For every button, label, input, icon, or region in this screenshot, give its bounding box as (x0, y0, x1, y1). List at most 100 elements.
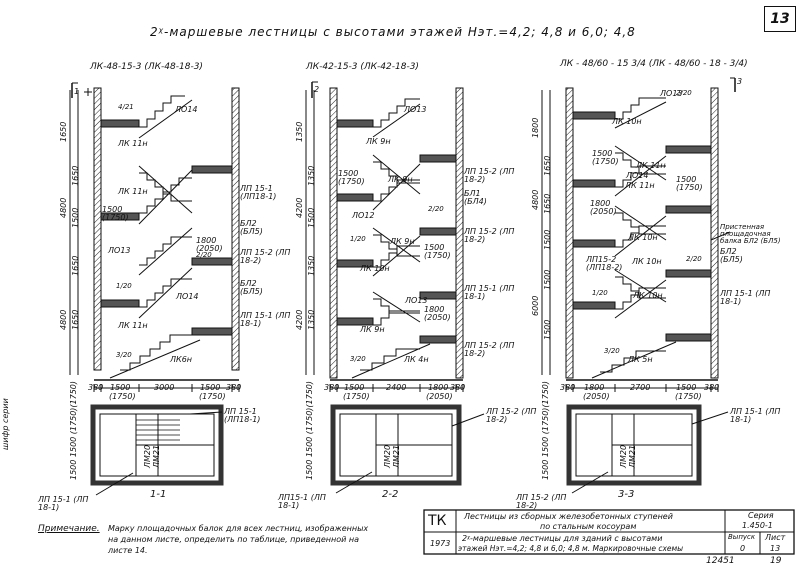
section-2-label: ЛП 15-2 (ЛП 18-2) (464, 167, 515, 184)
section-1-height: 1650 (71, 309, 80, 330)
section-2-cut-label: 2-2 (382, 489, 399, 500)
section-1-plan-dims: 1500 1500 (1750)(1750) (69, 380, 78, 480)
section-1-drawing (69, 82, 240, 496)
section-2-drawing (305, 81, 485, 494)
section-3-plan-label: ЛП 15-1 (ЛП 18-1) (730, 407, 781, 424)
section-3-height: 1650 (543, 155, 552, 176)
section-2-label: ЛК 4н (404, 355, 429, 364)
section-2-dim: 1800 (2050) (424, 305, 451, 322)
section-2-bottom-dim: 380 (450, 383, 466, 392)
section-3-label: ЛК 10н (612, 117, 642, 126)
section-1-height: 1650 (71, 165, 80, 186)
section-1-label: ЛК 11н (118, 139, 148, 148)
section-1-label: БЛ2 (БЛ5) (240, 279, 263, 296)
section-3-height: 1650 (543, 193, 552, 214)
stamp-line: Лестницы из сборных железобетонных ступе… (464, 512, 673, 521)
section-1-cut-label: 1-1 (150, 489, 167, 500)
section-1-label: ЛО13 (108, 246, 131, 255)
note-line: листе 14. (108, 546, 148, 555)
section-3-height: 1500 (543, 269, 552, 290)
stamp-issue-label: Выпуск (728, 533, 756, 541)
section-3-dim: ЛП15-2 (ЛП18-2) (586, 255, 623, 272)
section-1-label: ЛО14 (176, 292, 199, 301)
section-1-label: ЛК6н (170, 355, 193, 364)
stamp-org: ТК (428, 513, 447, 529)
section-1-bottom-dim: 1500 (110, 383, 131, 392)
section-2-bottom-dim-alt: (2050) (426, 392, 453, 401)
section-3-plan-label: ЛП 15-2 (ЛП 18-2) (516, 493, 567, 510)
stamp-series-label: Серия (748, 511, 774, 520)
section-2-bottom-dim: 1500 (344, 383, 365, 392)
section-2-dim: 1500 (1750) (338, 169, 365, 186)
section-1-bottom-dim: 3000 (154, 383, 175, 392)
section-3-label: ЛК 10н (628, 233, 658, 242)
section-2-height: 4200 (295, 197, 304, 218)
section-2-bottom-dim: 2400 (386, 383, 407, 392)
section-2-label: ЛО12 (352, 211, 375, 220)
stamp-line: этажей Нэт.=4,2; 4,8 и 6,0; 4,8 м. Марки… (458, 544, 684, 553)
section-3-badge: 2/20 (676, 89, 692, 97)
section-1-plan-label: ЛП 15-1 (ЛП18-1) (224, 407, 261, 424)
section-1-label: ЛП 15-2 (ЛП 18-2) (240, 248, 291, 265)
section-2-label: ЛК 9н (360, 325, 385, 334)
note-line: на данном листе, определить по таблице, … (108, 535, 359, 544)
section-3-drawing (541, 77, 736, 494)
section-1-label: ЛО14 (175, 105, 198, 114)
section-3-label: ЛК 11н (636, 161, 666, 170)
section-3-cut-marker: 3 (737, 77, 743, 86)
section-2-height: 1350 (307, 309, 316, 330)
side-label: шифр серии (1, 398, 10, 450)
section-3-label: БЛ2 (БЛ5) (720, 247, 743, 264)
stamp-series-value: 1.450-1 (742, 521, 773, 530)
stamp-year: 1973 (430, 539, 451, 548)
section-3-label: ЛП 15-1 (ЛП 18-1) (720, 289, 771, 306)
section-3-height: 1500 (543, 229, 552, 250)
section-3-height: 4800 (531, 189, 540, 210)
section-3-bottom-dim: 380 (560, 383, 576, 392)
section-2-label: БЛ1 (БЛ4) (464, 189, 487, 206)
sheet-title: 2ᵡ-маршевые лестницы с высотами этажей Н… (150, 25, 636, 39)
section-3-bottom-dim: 380 (704, 383, 720, 392)
section-2-cut-marker: 2 (314, 85, 320, 94)
section-3-label: ЛК 10н (633, 291, 663, 300)
section-1-badge: 3/20 (116, 351, 132, 359)
page-number: 13 (764, 6, 796, 32)
section-3-header: ЛК - 48/60 - 15 3/4 (ЛК - 48/60 - 18 - 3… (560, 59, 748, 69)
section-2-plan-dims: 1500 1500 (1750)(1750) (305, 380, 314, 480)
section-2-bottom-dim: 380 (324, 383, 340, 392)
section-1-header: ЛК-48-15-3 (ЛК-48-18-3) (90, 62, 203, 72)
section-2-badge: 3/20 (350, 355, 366, 363)
stamp-frame (423, 509, 795, 555)
section-1-bottom-dim-alt: (1750) (109, 392, 136, 401)
stamp-line: по стальным косоурам (540, 522, 637, 531)
section-1-plan-label: ЛП 15-1 (ЛП 18-1) (38, 495, 89, 512)
section-2-dim: 1500 (1750) (424, 243, 451, 260)
section-2-bottom-dim-alt: (1750) (343, 392, 370, 401)
section-1-height: 1500 (71, 207, 80, 228)
section-3-label: ЛК 5н (628, 355, 653, 364)
section-2-height: 1500 (307, 207, 316, 228)
section-3-bottom-dim: 1500 (676, 383, 697, 392)
section-1-height: 1650 (71, 255, 80, 276)
section-3-badge: 1/20 (592, 289, 608, 297)
section-2-label: ЛП 15-2 (ЛП 18-2) (464, 341, 515, 358)
section-1-height: 1650 (59, 121, 68, 142)
stamp-sheet-value: 13 (770, 544, 781, 553)
section-3-dim: 1500 (1750) (592, 149, 619, 166)
section-1-label: ЛК 11н (118, 321, 148, 330)
section-3-badge: 2/20 (686, 255, 702, 263)
stamp-sheet-label: Лист (765, 533, 786, 542)
section-2-badge: 1/20 (350, 235, 366, 243)
section-2-label: ЛК 10н (360, 264, 390, 273)
section-3-label: ЛК 10н (632, 257, 662, 266)
section-1-label: БЛ2 (БЛ5) (240, 219, 263, 236)
section-3-height: 1500 (543, 319, 552, 340)
section-3-plan-dims: 1500 1500 (1750)(1750) (541, 380, 550, 480)
section-1-plan-flight: ЛМ21 (152, 444, 161, 468)
section-3-dim: 1500 (1750) (676, 175, 703, 192)
section-1-badge: 2/20 (196, 251, 212, 259)
section-2-plan-flight: ЛМ21 (392, 444, 401, 468)
section-1-bottom-dim-alt: (1750) (199, 392, 226, 401)
section-3-bottom-dim-alt: (2050) (583, 392, 610, 401)
